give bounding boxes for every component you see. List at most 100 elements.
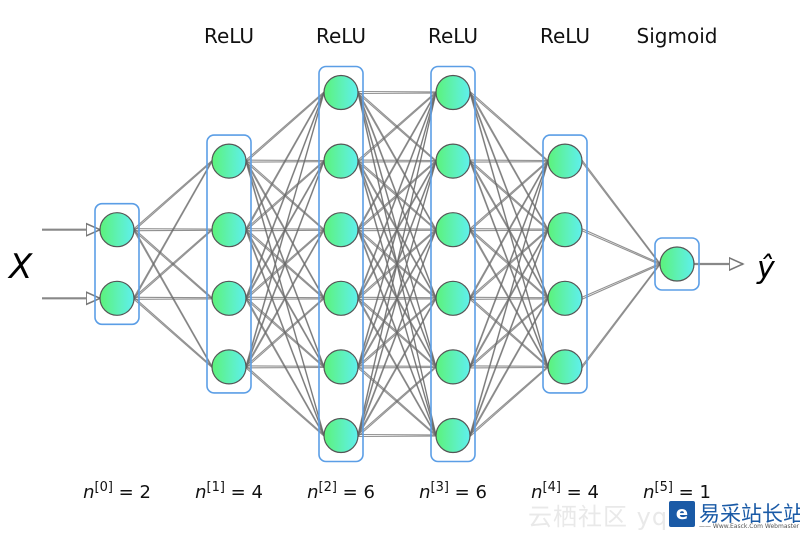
connection-l3n4-l4n0 (469, 161, 549, 369)
watermark-logo-icon: e (669, 501, 695, 527)
neuron-l2-n4 (323, 349, 359, 385)
neuron-l2-n2 (323, 212, 359, 248)
neuron-l3-n0 (435, 74, 471, 111)
connection-l1n3-l2n5 (245, 365, 325, 436)
connection-l3n5-l4n2 (469, 297, 549, 435)
neuron-l5-n0 (659, 246, 695, 282)
connection-l1n3-l2n3 (245, 297, 325, 367)
output-label: ŷ (756, 251, 776, 286)
connection-l3n2-l4n0 (469, 161, 549, 232)
connections (133, 90, 661, 438)
connection-l3n5-l4n2 (469, 298, 549, 437)
activation-label-layer-3: ReLU (428, 24, 478, 48)
watermark-brand: 易采站长站 (699, 502, 800, 526)
watermark-brand-sub: —— Www.Easck.Com Webmaster (699, 523, 800, 530)
neuron-l1-n3 (211, 349, 247, 385)
connection-l4n1-l5n0 (581, 230, 661, 266)
neuron-l2-n5 (323, 417, 359, 454)
neuron-l1-n2 (211, 280, 247, 316)
connection-l1n0-l2n0 (245, 91, 325, 161)
activation-label-layer-1: ReLU (204, 24, 254, 48)
neuron-l3-n2 (435, 212, 471, 248)
connection-l0n1-l1n0 (133, 161, 213, 300)
neuron-l4-n3 (547, 349, 583, 385)
neuron-l2-n0 (323, 74, 359, 111)
connection-l1n1-l2n0 (245, 92, 325, 231)
neuron-l2-n3 (323, 280, 359, 316)
connection-l2n5-l3n0 (357, 92, 437, 437)
layer-size-label-0: n[0] = 2 (83, 480, 151, 503)
neuron-l4-n2 (547, 280, 583, 316)
connection-l4n2-l5n0 (581, 262, 661, 298)
layer-box-4 (542, 134, 588, 394)
connection-l4n2-l5n0 (581, 264, 661, 300)
connection-l1n3-l2n0 (245, 92, 325, 369)
connection-l1n1-l2n0 (245, 91, 325, 229)
connection-l0n1-l1n0 (133, 160, 213, 298)
layer-size-labels: n[0] = 2 n[1] = 4 n[2] = 6 n[3] = 6 n[4] = 4… (83, 480, 711, 503)
connection-l2n1-l3n0 (357, 92, 437, 163)
connection-l0n1-l1n1 (133, 229, 213, 300)
io-arrows (42, 230, 743, 299)
layer-size-label-5: n[5] = 1 (643, 480, 711, 503)
layer-size-label-1: n[1] = 4 (195, 480, 263, 503)
activation-label-layer-2: ReLU (316, 24, 366, 48)
connection-l2n5-l3n4 (357, 367, 437, 437)
connection-l1n3-l2n2 (245, 228, 325, 367)
connection-l0n1-l1n1 (133, 228, 213, 298)
connection-l2n5-l3n1 (357, 161, 437, 437)
layer-box-3 (430, 65, 476, 463)
input-label: X (7, 247, 33, 287)
activation-label-layer-4: ReLU (540, 24, 590, 48)
neuron-l3-n5 (435, 417, 471, 454)
connection-l2n3-l3n0 (357, 92, 437, 300)
neuron-l0-n1 (99, 280, 135, 316)
neuron-l4-n0 (547, 143, 583, 179)
layer-size-label-2: n[2] = 6 (307, 480, 375, 503)
connection-l3n3-l4n0 (469, 161, 549, 300)
connection-l3n3-l4n0 (469, 160, 549, 298)
watermark-faint-text: 云栖社区 yq (528, 503, 669, 531)
layer-box-1 (206, 134, 252, 394)
layer-box-2 (318, 65, 364, 463)
connection-l1n2-l2n0 (245, 92, 325, 300)
watermark-badge: e 易采站长站 —— Www.Easck.Com Webmaster (667, 498, 800, 533)
connection-l0n0-l1n0 (133, 160, 213, 230)
connection-l1n3-l2n2 (245, 230, 325, 369)
connection-l3n2-l4n0 (469, 160, 549, 230)
layer-boxes (94, 65, 700, 463)
neuron-l3-n1 (435, 143, 471, 179)
connection-l2n2-l3n0 (357, 91, 437, 229)
connection-l4n0-l5n0 (581, 159, 661, 264)
connection-l1n3-l2n3 (245, 298, 325, 369)
neurons (99, 74, 695, 454)
connection-l4n3-l5n0 (581, 263, 661, 367)
activation-label-layer-5: Sigmoid (637, 24, 718, 48)
connection-l2n5-l3n2 (357, 230, 437, 437)
connection-l2n5-l3n3 (357, 297, 437, 435)
connection-l2n2-l3n0 (357, 92, 437, 231)
layer-size-label-4: n[4] = 4 (531, 480, 599, 503)
connection-l3n5-l4n3 (469, 365, 549, 435)
neuron-l1-n0 (211, 143, 247, 179)
connection-l2n5-l3n4 (357, 365, 437, 435)
neuron-l3-n4 (435, 349, 471, 385)
connection-l3n0-l4n0 (469, 93, 549, 163)
connection-l0n1-l1n3 (133, 296, 213, 367)
neuron-l3-n3 (435, 280, 471, 316)
connection-l3n5-l4n1 (469, 230, 549, 437)
connection-l1n0-l2n0 (245, 92, 325, 163)
connection-l4n3-l5n0 (581, 264, 661, 369)
connection-l3n0-l4n0 (469, 91, 549, 161)
neuron-l1-n1 (211, 212, 247, 248)
layer-box-0 (94, 202, 140, 326)
connection-l2n1-l3n0 (357, 91, 437, 161)
connection-l4n0-l5n0 (581, 161, 661, 265)
connection-l0n0-l1n0 (133, 161, 213, 232)
connection-l3n5-l4n0 (469, 161, 549, 437)
activation-labels: ReLU ReLU ReLU ReLU Sigmoid (204, 24, 718, 48)
layer-size-label-3: n[3] = 6 (419, 480, 487, 503)
connection-l0n1-l1n3 (133, 298, 213, 368)
connection-l2n5-l3n3 (357, 298, 437, 437)
